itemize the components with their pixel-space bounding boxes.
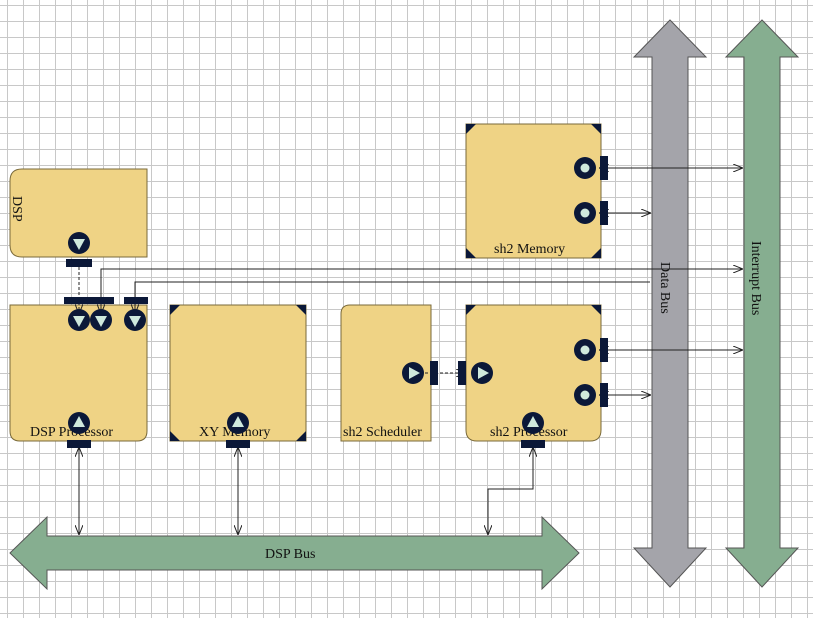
- dsp-processor-block[interactable]: DSP Processor: [9, 304, 148, 442]
- sh2-memory-port-interrupt[interactable]: [574, 156, 608, 180]
- dsp-processor-top-ports[interactable]: [64, 297, 148, 331]
- xy-memory-corner-bl: [170, 431, 180, 441]
- port-arrow: [527, 416, 539, 427]
- sh2-processor-body[interactable]: [465, 304, 602, 442]
- ports: [64, 156, 608, 448]
- port-arrow: [478, 367, 489, 379]
- wire-sh2-processor-to-bus[interactable]: [488, 448, 534, 534]
- dsp-processor-body[interactable]: [9, 304, 148, 442]
- dsp-port-out[interactable]: [66, 232, 92, 267]
- interrupt-bus-shape[interactable]: [724, 19, 800, 588]
- sh2-scheduler-label: sh2 Scheduler: [343, 425, 422, 440]
- data-bus[interactable]: Data Bus: [632, 19, 708, 588]
- xy-memory-corner-tr: [296, 305, 306, 315]
- port-arrow: [232, 416, 244, 427]
- sh2-processor-port-interrupt[interactable]: [574, 338, 608, 362]
- port-arrow-c: [129, 316, 141, 327]
- port-bar: [600, 156, 608, 180]
- port-arrow-a: [73, 316, 85, 327]
- dsp-processor-label: DSP Processor: [30, 425, 113, 440]
- dsp-bus-label: DSP Bus: [265, 547, 315, 562]
- port-dot: [580, 208, 590, 218]
- sh2-processor-corner-tl: [466, 305, 476, 315]
- interrupt-bus[interactable]: Interrupt Bus: [724, 19, 800, 588]
- dsp-block-body[interactable]: [9, 168, 148, 258]
- sh2-memory-port-data[interactable]: [574, 201, 608, 225]
- port-bar: [458, 361, 466, 385]
- port-bar: [66, 259, 92, 267]
- port-arrow-b: [95, 316, 107, 327]
- interrupt-bus-label: Interrupt Bus: [748, 241, 763, 315]
- sh2-scheduler-block[interactable]: sh2 Scheduler: [340, 304, 432, 442]
- sh2-memory-corner-br: [591, 248, 601, 258]
- sh2-memory-corner-bl: [466, 248, 476, 258]
- dsp-bus[interactable]: DSP Bus: [9, 515, 580, 591]
- port-dot: [580, 345, 590, 355]
- port-dot: [580, 163, 590, 173]
- sh2-memory-body[interactable]: [465, 123, 602, 259]
- port-bar-a: [64, 297, 114, 304]
- data-bus-shape[interactable]: [632, 19, 708, 588]
- port-dot: [580, 390, 590, 400]
- sh2-processor-corner-tr: [591, 305, 601, 315]
- sh2-processor-bottom-port[interactable]: [521, 412, 545, 448]
- sh2-scheduler-port[interactable]: [402, 361, 438, 385]
- dsp-block[interactable]: DSP: [9, 168, 148, 258]
- sh2-processor-port-data[interactable]: [574, 383, 608, 407]
- port-bar: [226, 440, 250, 448]
- sh2-processor-left-port[interactable]: [458, 361, 493, 385]
- dsp-bus-shape[interactable]: [9, 515, 580, 591]
- sh2-memory-corner-tr: [591, 124, 601, 134]
- port-arrow: [73, 416, 85, 427]
- port-arrow: [409, 367, 420, 379]
- xy-memory-block[interactable]: XY Memory: [169, 304, 307, 442]
- dsp-processor-bottom-port[interactable]: [67, 412, 91, 448]
- sh2-memory-block[interactable]: sh2 Memory: [465, 123, 602, 259]
- xy-memory-corner-br: [296, 431, 306, 441]
- dsp-block-label: DSP: [9, 196, 24, 222]
- port-bar-b: [124, 297, 148, 304]
- port-bar: [430, 361, 438, 385]
- sh2-memory-label: sh2 Memory: [494, 242, 565, 257]
- port-arrow: [73, 239, 85, 250]
- xy-memory-bottom-port[interactable]: [226, 412, 250, 448]
- port-bar: [600, 338, 608, 362]
- sh2-memory-corner-tl: [466, 124, 476, 134]
- port-bar: [600, 383, 608, 407]
- xy-memory-corner-tl: [170, 305, 180, 315]
- port-bar: [521, 440, 545, 448]
- port-bar: [600, 201, 608, 225]
- data-bus-label: Data Bus: [657, 262, 672, 314]
- sh2-scheduler-body[interactable]: [340, 304, 432, 442]
- port-bar: [67, 440, 91, 448]
